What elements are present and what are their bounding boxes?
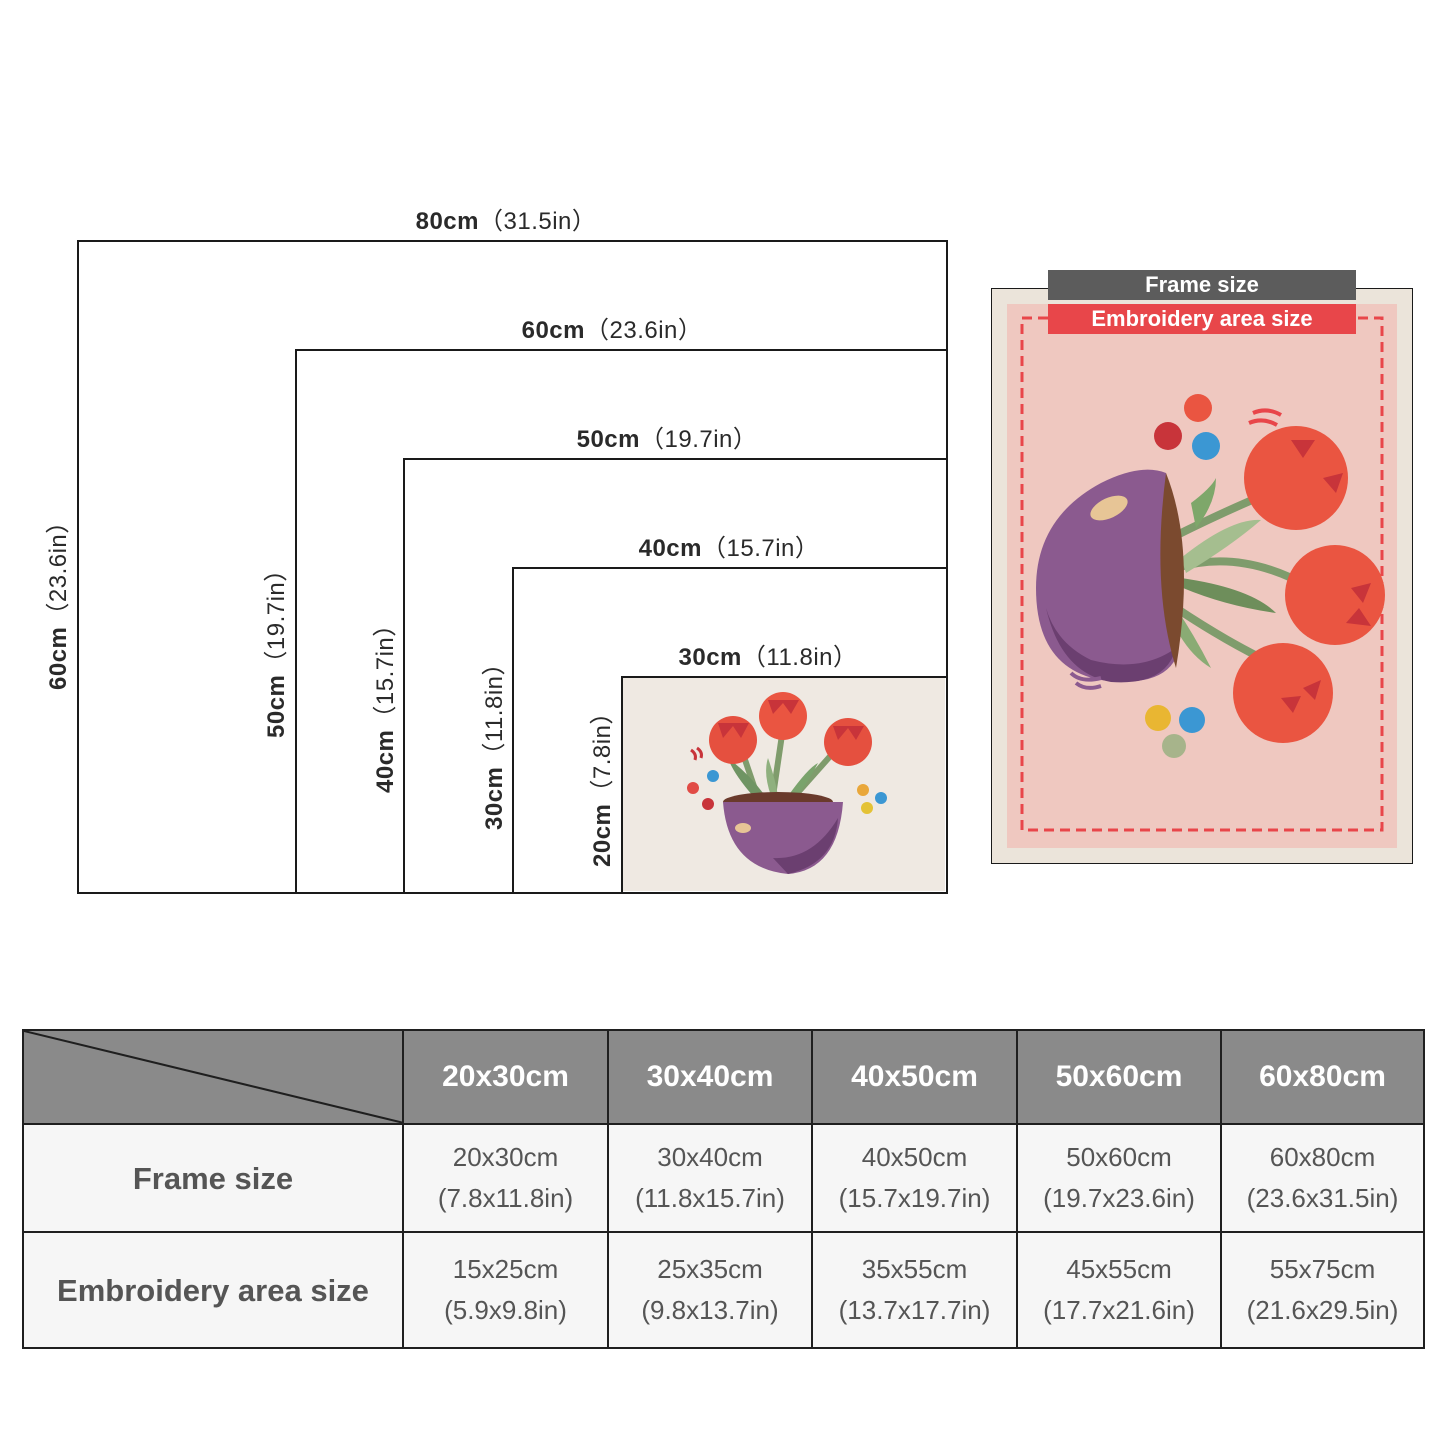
table-corner-cell [22, 1029, 404, 1125]
table-cell: 30x40cm(11.8x15.7in) [607, 1123, 813, 1233]
height-label-20: 20cm（7.8in） [589, 700, 616, 867]
diagonal-divider [24, 1031, 404, 1123]
width-label-80: 80cm（31.5in） [415, 208, 597, 235]
table-row: Embroidery area size 15x25cm(5.9x9.8in) … [22, 1231, 1425, 1349]
width-label-30: 30cm（11.8in） [678, 644, 858, 671]
table-cell: 25x35cm(9.8x13.7in) [607, 1231, 813, 1349]
large-tulip-artwork [991, 288, 1413, 864]
height-label-40: 40cm（15.7in） [372, 612, 399, 793]
row-label-frame-size: Frame size [22, 1123, 404, 1233]
width-label-60: 60cm（23.6in） [521, 317, 703, 344]
table-cell: 15x25cm(5.9x9.8in) [402, 1231, 609, 1349]
table-cell: 20x30cm(7.8x11.8in) [402, 1123, 609, 1233]
table-cell: 50x60cm(19.7x23.6in) [1016, 1123, 1222, 1233]
table-cell: 60x80cm(23.6x31.5in) [1220, 1123, 1425, 1233]
size-table: 20x30cm 30x40cm 40x50cm 50x60cm 60x80cm … [22, 1029, 1425, 1349]
table-cell: 55x75cm(21.6x29.5in) [1220, 1231, 1425, 1349]
frame-outline-30x20 [621, 676, 948, 894]
table-cell: 45x55cm(17.7x21.6in) [1016, 1231, 1222, 1349]
legend-embroidery-area-size: Embroidery area size [1048, 304, 1356, 334]
table-row: Frame size 20x30cm(7.8x11.8in) 30x40cm(1… [22, 1123, 1425, 1233]
row-label-embroidery-area-size: Embroidery area size [22, 1231, 404, 1349]
width-label-40: 40cm（15.7in） [638, 535, 820, 562]
column-header: 20x30cm [402, 1029, 609, 1125]
column-header: 60x80cm [1220, 1029, 1425, 1125]
legend-frame-size: Frame size [1048, 270, 1356, 300]
small-tulip-artwork [623, 678, 945, 891]
table-cell: 35x55cm(13.7x17.7in) [811, 1231, 1018, 1349]
column-header: 30x40cm [607, 1029, 813, 1125]
column-header: 40x50cm [811, 1029, 1018, 1125]
height-label-30: 30cm（11.8in） [481, 651, 508, 830]
width-label-50: 50cm（19.7in） [576, 426, 758, 453]
column-header: 50x60cm [1016, 1029, 1222, 1125]
height-label-50: 50cm（19.7in） [263, 557, 290, 738]
height-label-60: 60cm（23.6in） [45, 509, 72, 690]
table-header-row: 20x30cm 30x40cm 40x50cm 50x60cm 60x80cm [22, 1029, 1425, 1125]
table-cell: 40x50cm(15.7x19.7in) [811, 1123, 1018, 1233]
